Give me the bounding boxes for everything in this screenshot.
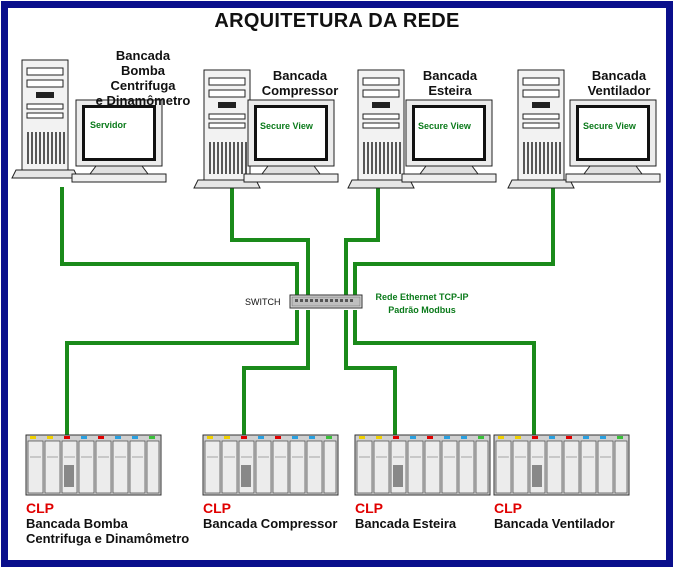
cable-ws2 (230, 187, 310, 297)
cable-ws1 (60, 187, 299, 297)
workstation-label: Bancada Ventilador (587, 68, 651, 98)
plc-rack-icon (202, 434, 339, 496)
plc-tag: CLP (494, 500, 522, 516)
plc-label: CLP Bancada Compressor (203, 500, 353, 532)
plc-tag: CLP (203, 500, 231, 516)
plc-name: Bancada Bomba Centrifuga e Dinamômetro (26, 516, 190, 546)
cable-plc4 (353, 310, 536, 437)
cable-plc1 (65, 310, 299, 437)
monitor-icon (71, 99, 167, 183)
plc-tag: CLP (355, 500, 383, 516)
switch-label: SWITCH (245, 297, 281, 307)
cable-ws3 (344, 187, 380, 297)
plc-rack-icon (493, 434, 630, 496)
cable-plc2 (242, 310, 310, 437)
monitor-icon (243, 99, 339, 183)
plc-name: Bancada Compressor (203, 516, 338, 531)
computer-tower-icon (347, 69, 415, 189)
cable-plc3 (344, 310, 397, 437)
plc-tag: CLP (26, 500, 54, 516)
monitor-icon (565, 99, 661, 183)
plc-name: Bancada Esteira (355, 516, 457, 531)
plc-label: CLP Bancada Bomba Centrifuga e Dinamômet… (26, 500, 206, 547)
ethernet-cables (60, 187, 555, 437)
workstation-label: Bancada Esteira (422, 68, 478, 98)
plc-rack-icon (354, 434, 491, 496)
plc-label: CLP Bancada Ventilador (494, 500, 644, 532)
network-standard: Padrão Modbus (388, 305, 456, 315)
switch-device (289, 294, 363, 309)
workstation-label: Bancada Bomba Centrifuga e Dinamômetro (95, 48, 191, 108)
computer-tower-icon (507, 69, 575, 189)
screen-text: Servidor (90, 120, 127, 130)
cable-ws4 (353, 187, 555, 297)
monitor-icon (401, 99, 497, 183)
screen-text: Secure View (583, 121, 636, 131)
network-label: Rede Ethernet TCP-IP Padrão Modbus (362, 291, 482, 317)
screen-text: Secure View (418, 121, 471, 131)
network-protocol: Rede Ethernet TCP-IP (375, 292, 469, 302)
computer-tower-icon (11, 59, 79, 179)
workstation-label: Bancada Compressor (261, 68, 339, 98)
plc-label: CLP Bancada Esteira (355, 500, 485, 532)
page-title: ARQUITETURA DA REDE (214, 10, 460, 32)
plc-rack-icon (25, 434, 162, 496)
screen-text: Secure View (260, 121, 313, 131)
plc-name: Bancada Ventilador (494, 516, 615, 531)
